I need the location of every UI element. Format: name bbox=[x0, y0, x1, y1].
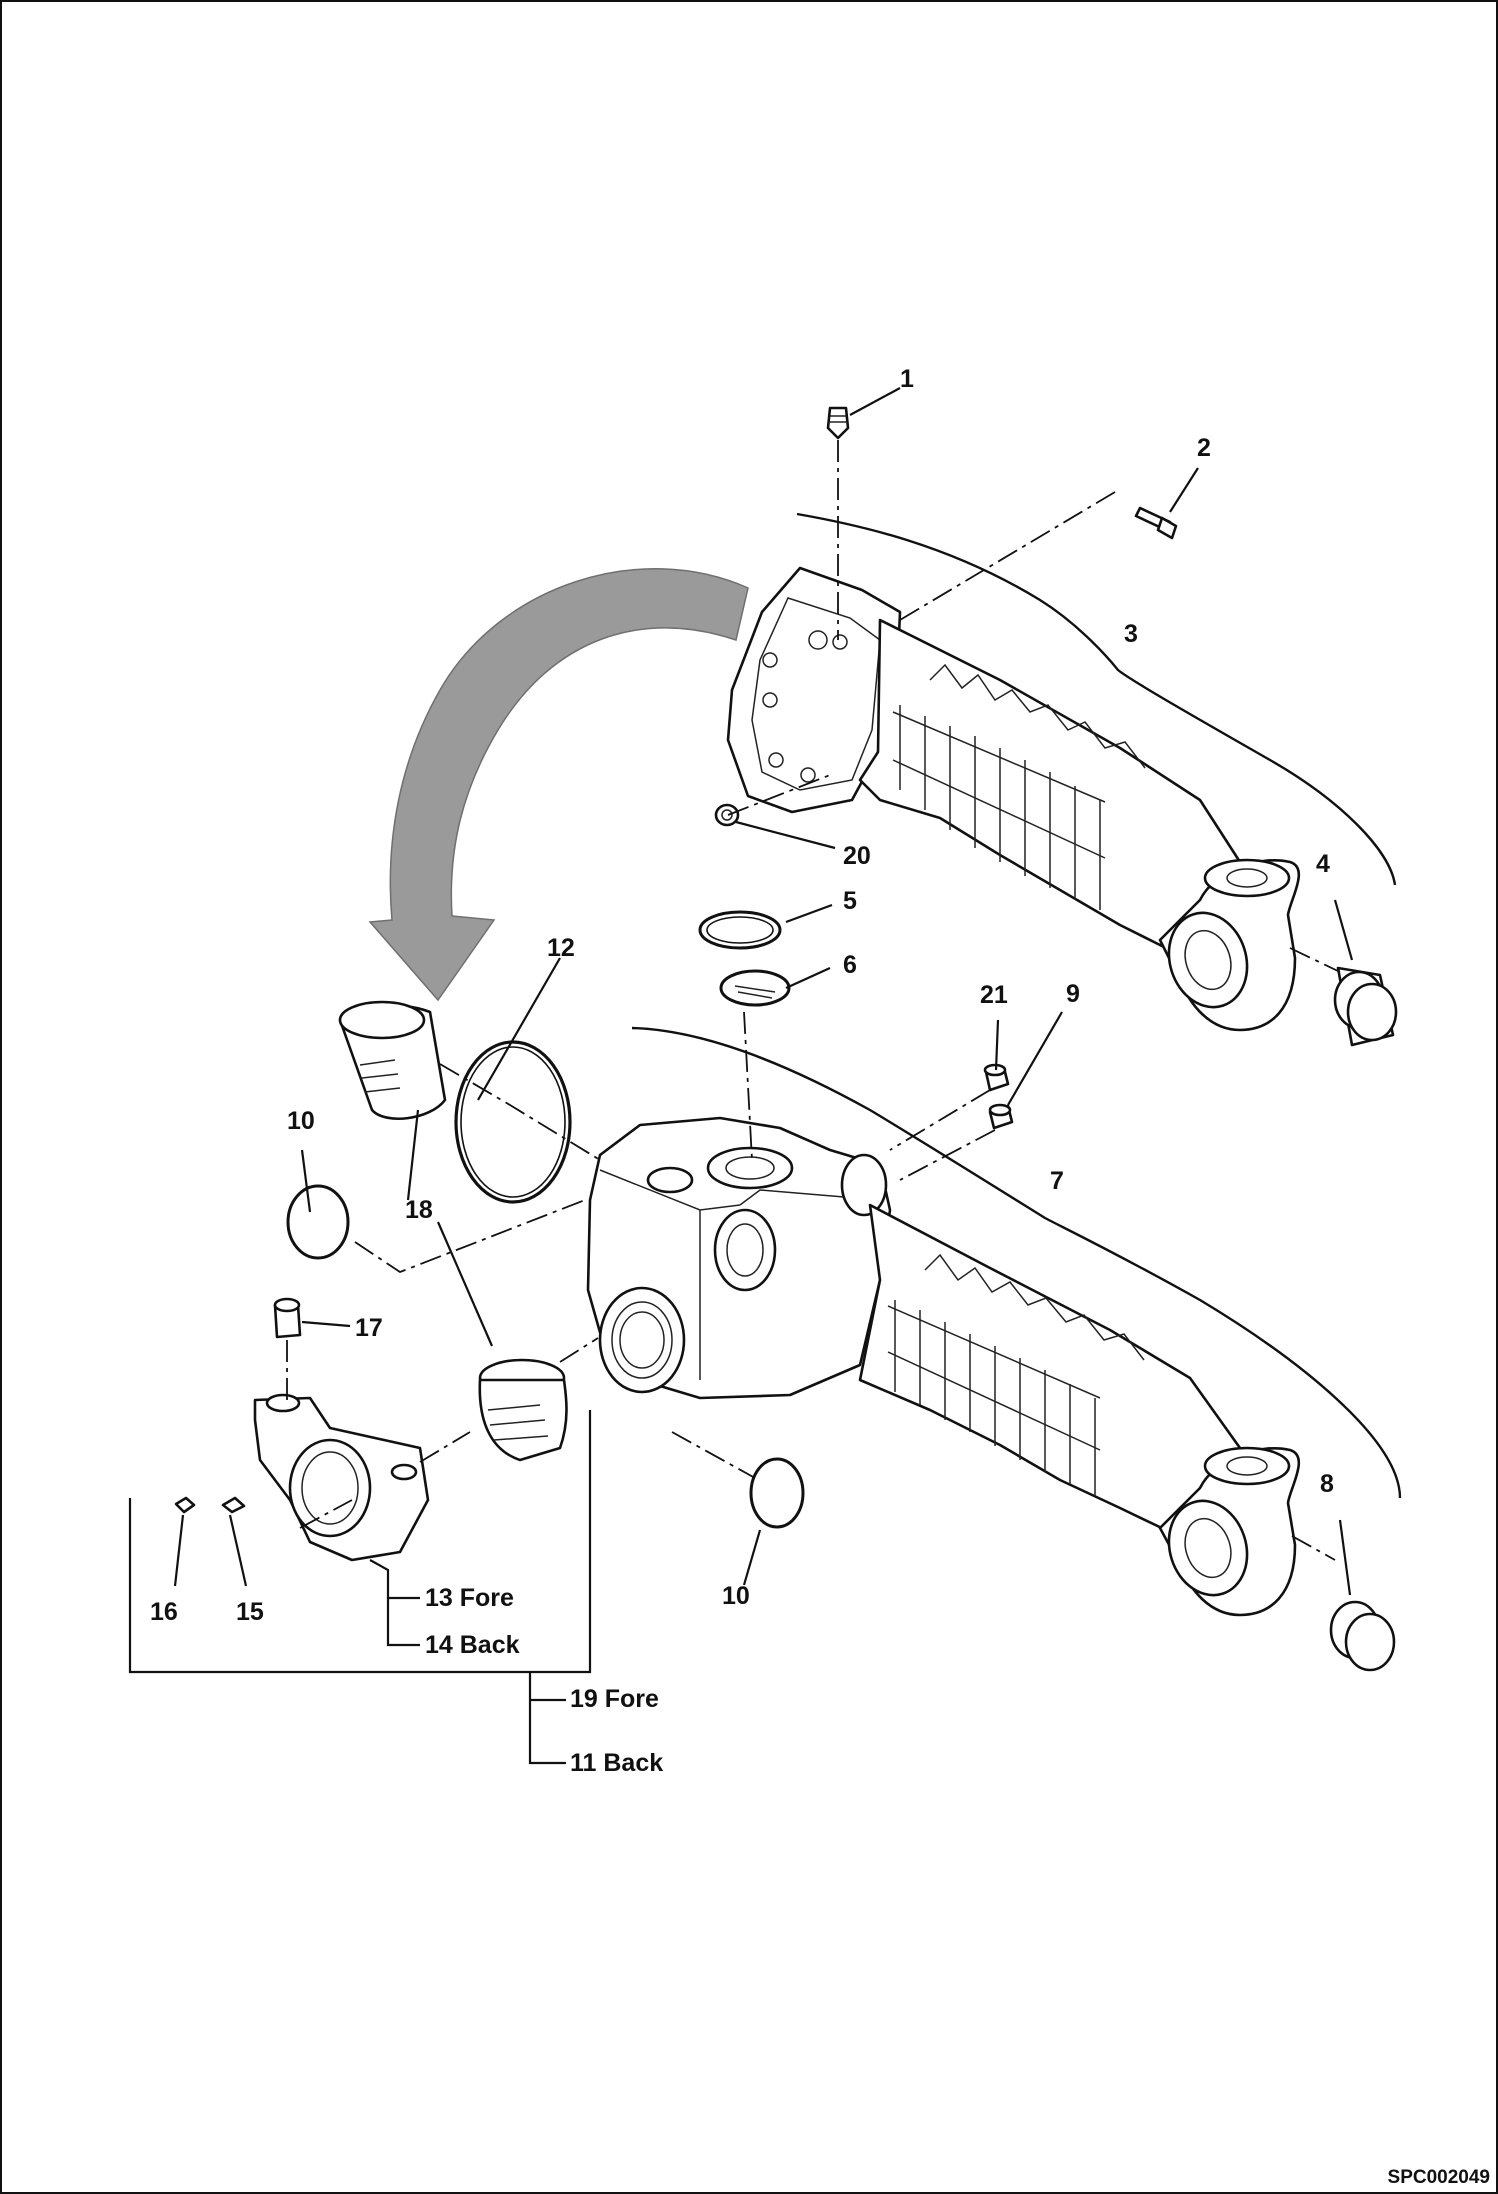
callout-7: 7 bbox=[1050, 1167, 1064, 1195]
part-18-bushing-upper bbox=[338, 1000, 447, 1121]
brace-part-3 bbox=[796, 512, 1397, 886]
callout-8: 8 bbox=[1320, 1470, 1334, 1498]
callout-14-back: 14 Back bbox=[425, 1631, 520, 1659]
callout-9: 9 bbox=[1066, 980, 1080, 1008]
callout-2: 2 bbox=[1197, 434, 1211, 462]
part-6-ring bbox=[719, 969, 791, 1007]
part-10-o-ring-upper bbox=[286, 1184, 350, 1260]
part-17-sleeve bbox=[273, 1297, 302, 1339]
callout-3: 3 bbox=[1124, 620, 1138, 648]
axle-housing-lower bbox=[586, 1116, 1301, 1617]
part-18-bushing-lower bbox=[478, 1358, 568, 1462]
callout-1: 1 bbox=[900, 365, 914, 393]
part-20-nut bbox=[714, 803, 740, 827]
callout-11-back: 11 Back bbox=[570, 1749, 663, 1777]
part-9-plug bbox=[988, 1103, 1014, 1130]
callout-17: 17 bbox=[355, 1314, 383, 1342]
callout-15: 15 bbox=[236, 1598, 264, 1626]
part-13-14-bracket bbox=[253, 1393, 430, 1562]
part-4-bushing bbox=[1333, 966, 1398, 1047]
centerlines bbox=[286, 440, 1341, 1561]
callout-5: 5 bbox=[843, 887, 857, 915]
callout-20: 20 bbox=[843, 842, 871, 870]
brace-part-7 bbox=[631, 1026, 1402, 1499]
callout-16: 16 bbox=[150, 1598, 178, 1626]
axle-housing-upper bbox=[726, 566, 1301, 1032]
callout-19-fore: 19 Fore bbox=[570, 1685, 659, 1713]
part-15-fitting bbox=[221, 1496, 246, 1514]
callout-labels: 1 2 3 4 5 6 7 8 9 10 10 12 15 16 17 18 2… bbox=[150, 365, 1335, 1778]
callout-10-upper: 10 bbox=[287, 1107, 315, 1135]
part-10-o-ring-lower bbox=[749, 1457, 805, 1529]
part-8-bushing bbox=[1329, 1600, 1396, 1672]
part-1-plug bbox=[826, 406, 850, 440]
part-2-bolt bbox=[1134, 506, 1178, 540]
part-5-snap-ring bbox=[698, 910, 782, 950]
callout-12: 12 bbox=[547, 934, 575, 962]
callout-21: 21 bbox=[980, 981, 1008, 1009]
leader-lines bbox=[128, 387, 1354, 1765]
part-21-plug bbox=[983, 1063, 1010, 1092]
rotation-arrow bbox=[368, 568, 749, 1002]
part-16-fitting bbox=[174, 1496, 196, 1514]
callout-6: 6 bbox=[843, 951, 857, 979]
callout-4: 4 bbox=[1316, 850, 1330, 878]
callout-13-fore: 13 Fore bbox=[425, 1584, 514, 1612]
part-12-o-ring bbox=[454, 1040, 572, 1204]
figure-code: SPC002049 bbox=[1388, 2167, 1490, 2188]
callout-18: 18 bbox=[405, 1196, 433, 1224]
callout-10-lower: 10 bbox=[722, 1582, 750, 1610]
